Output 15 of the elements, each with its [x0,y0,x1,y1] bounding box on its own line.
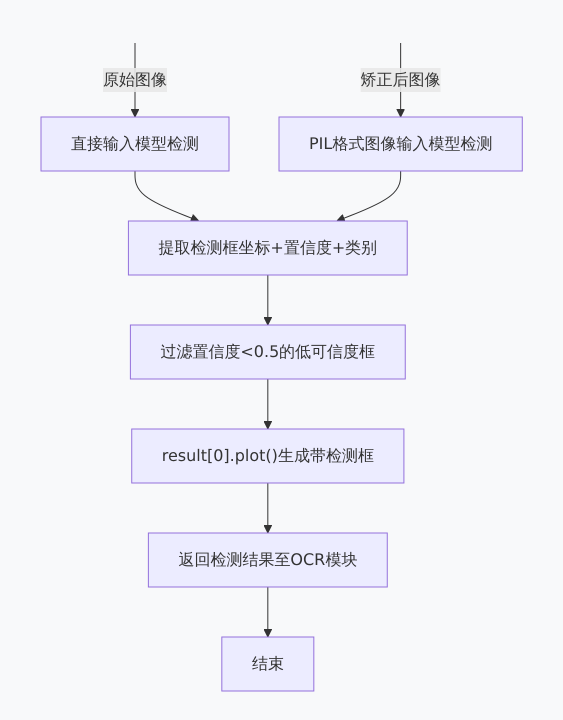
arrow [263,586,272,638]
edge-label: 原始图像 [102,70,167,89]
arrow [263,274,272,326]
arrow [336,170,401,222]
node-box: 返回检测结果至OCR模块 [148,532,388,588]
arrow [263,378,272,430]
node-box: 直接输入模型检测 [40,116,230,172]
node-box: PIL格式图像输入模型检测 [278,116,523,172]
node-box: 结束 [221,636,314,692]
arrow [263,482,272,534]
arrow [134,170,200,222]
node-box: 过滤置信度<0.5的低可信度框 [130,324,406,380]
node-box: result[0].plot()生成带检测框 [131,428,404,484]
node-box: 提取检测框坐标+置信度+类别 [128,220,408,276]
edge-label: 矫正后图像 [360,70,440,89]
